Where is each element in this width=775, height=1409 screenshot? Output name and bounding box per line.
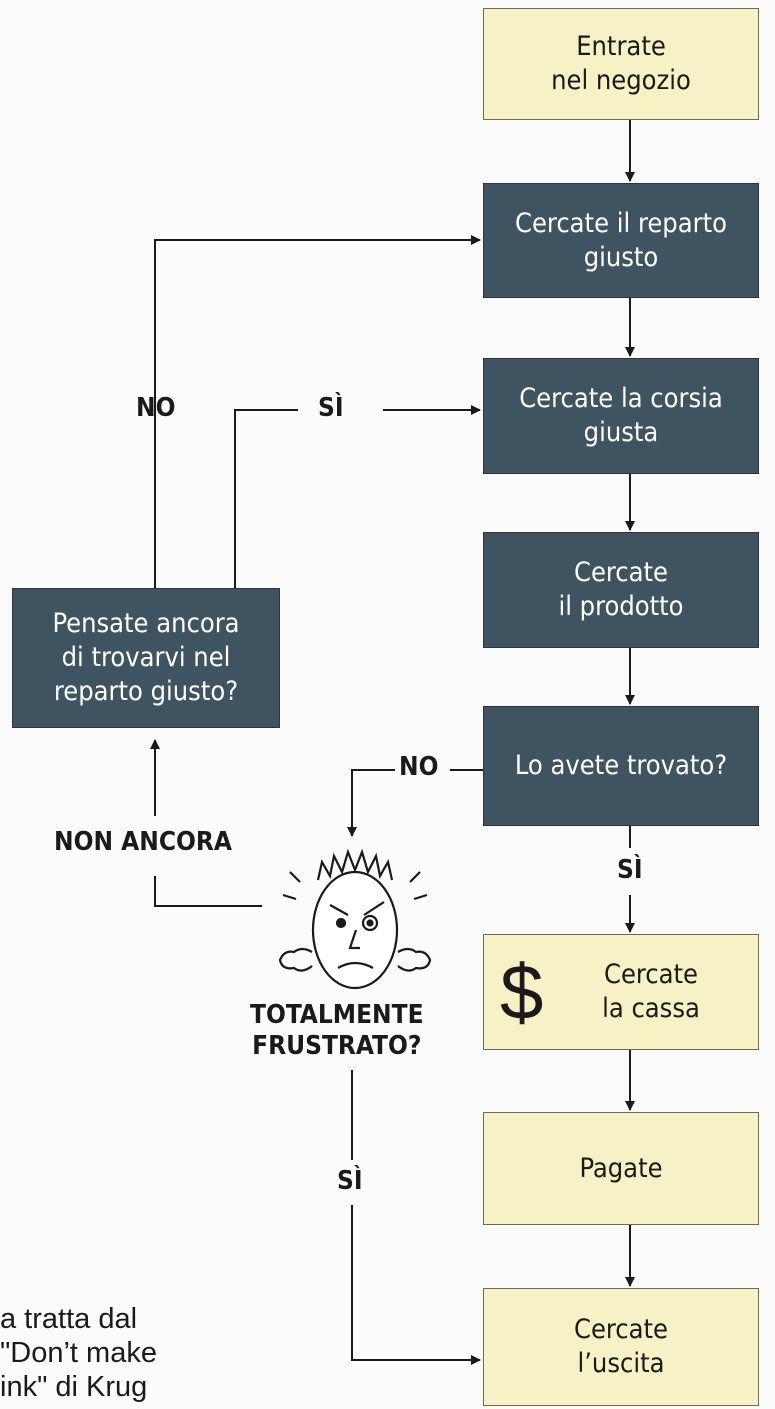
label-frustrated: TOTALMENTE FRUSTRATO? bbox=[250, 1000, 424, 1061]
box-found-it-text: Lo avete trovato? bbox=[514, 750, 728, 781]
label-not-yet: NON ANCORA bbox=[54, 827, 233, 857]
box-find-product: Cercate il prodotto bbox=[483, 532, 759, 648]
box-find-product-text: Cercate il prodotto bbox=[558, 557, 684, 622]
box-find-department-text: Cercate il reparto giusto bbox=[515, 207, 727, 273]
box-pay-text: Pagate bbox=[579, 1152, 663, 1184]
dollar-icon: $ bbox=[500, 948, 544, 1036]
caption-text: a tratta dal "Don’t make ink" di Krug bbox=[0, 1303, 157, 1403]
box-find-checkout: $ Cercate la cassa bbox=[483, 934, 759, 1050]
box-find-aisle: Cercate la corsia giusta bbox=[483, 358, 759, 474]
arrow-yes-left-segment bbox=[234, 409, 298, 590]
frustrated-face-icon bbox=[278, 848, 432, 990]
box-find-checkout-text: Cercate la cassa bbox=[602, 959, 700, 1024]
box-pay: Pagate bbox=[483, 1112, 759, 1225]
label-yes-aisle: SÌ bbox=[318, 393, 344, 423]
box-still-right-department: Pensate ancora di trovarvi nel reparto g… bbox=[12, 588, 280, 728]
label-yes-found: SÌ bbox=[617, 855, 643, 885]
arrow-no-to-frustrated bbox=[347, 769, 395, 837]
box-enter-store-text: Entrate nel negozio bbox=[551, 31, 691, 96]
label-no-left: NO bbox=[136, 393, 176, 423]
box-find-exit-text: Cercate l’uscita bbox=[573, 1314, 668, 1379]
box-find-aisle-text: Cercate la corsia giusta bbox=[519, 383, 723, 448]
label-yes-frustrated: SÌ bbox=[337, 1166, 363, 1196]
arrow-frustrated-to-exit bbox=[351, 1205, 481, 1365]
box-found-it: Lo avete trovato? bbox=[483, 706, 759, 826]
box-enter-store: Entrate nel negozio bbox=[483, 8, 759, 120]
box-find-exit: Cercate l’uscita bbox=[483, 1288, 759, 1406]
box-still-right-department-text: Pensate ancora di trovarvi nel reparto g… bbox=[52, 608, 240, 707]
label-no-found: NO bbox=[399, 752, 439, 782]
line-frustrated-to-question bbox=[154, 876, 262, 907]
box-find-department: Cercate il reparto giusto bbox=[483, 183, 759, 298]
arrow-no-to-department bbox=[154, 235, 481, 590]
